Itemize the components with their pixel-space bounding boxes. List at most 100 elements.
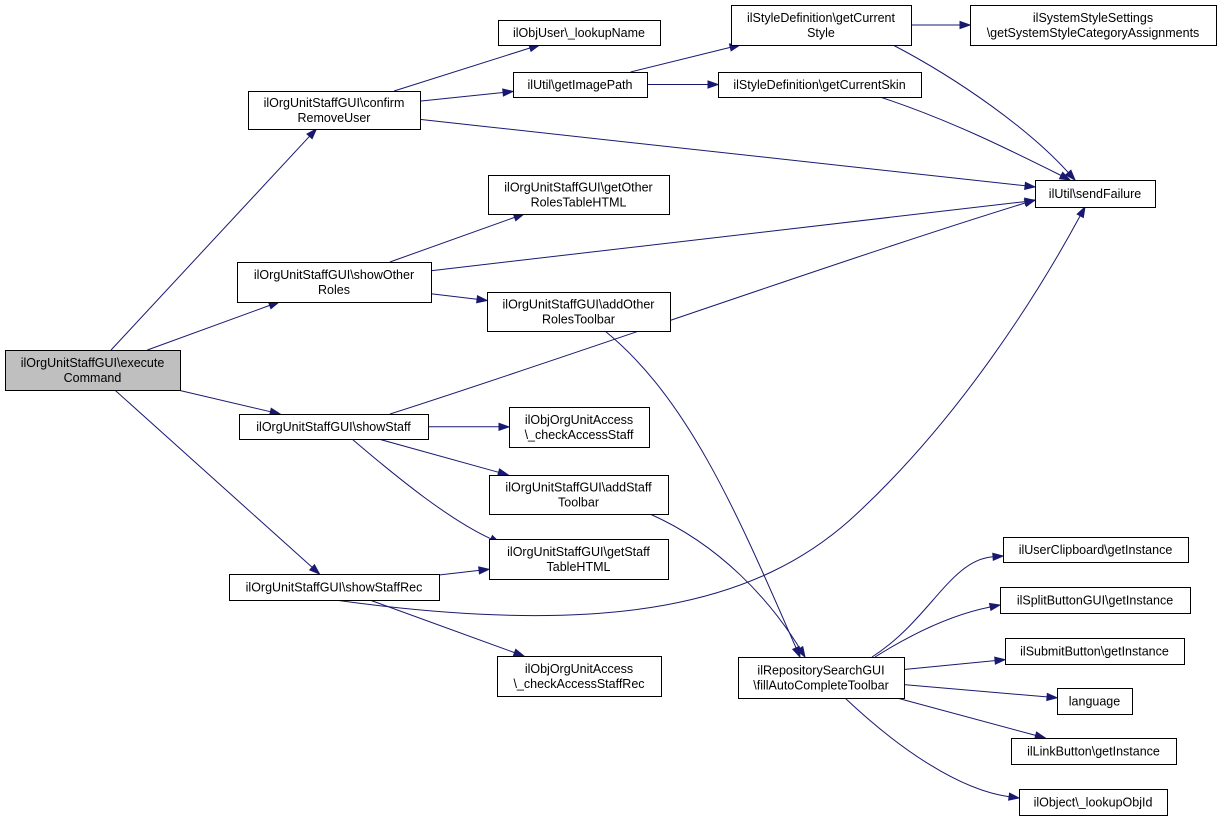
edge-showStaff-to-sendFailure (389, 199, 1037, 415)
edge-showStaff-to-getStaffTable (351, 438, 502, 544)
edge-arrowhead (498, 422, 511, 432)
node-box (489, 475, 669, 515)
node-label: ilSplitButtonGUI\getInstance (1017, 594, 1173, 608)
node-box (513, 72, 648, 98)
edge-arrowhead (306, 127, 318, 140)
node-submitButton[interactable]: ilSubmitButton\getInstance (1005, 638, 1185, 665)
edge-arrowhead (478, 566, 491, 575)
edge-getImagePath-to-getCurrentSkin (647, 80, 720, 89)
node-label: ilOrgUnitStaffGUI\showOther (254, 268, 414, 282)
edge-arrowhead (476, 295, 489, 304)
node-showStaffRec[interactable]: ilOrgUnitStaffGUI\showStaffRec (229, 574, 440, 601)
node-label: ilStyleDefinition\getCurrentSkin (733, 78, 905, 92)
edge-getCurrentSkin-to-sendFailure (879, 96, 1072, 181)
node-label: language (1069, 695, 1120, 709)
edge-showStaffRec-to-checkAccessStaffRec (369, 599, 526, 657)
edge-arrowhead (994, 656, 1007, 665)
node-sysStyle[interactable]: ilSystemStyleSettings\getSystemStyleCate… (970, 5, 1217, 46)
edge-fillAuto-to-lookupObjId (844, 697, 1021, 801)
edge-arrowhead (795, 645, 806, 659)
node-box (1011, 738, 1177, 765)
edge-line (389, 216, 515, 263)
edge-arrowhead (308, 563, 321, 576)
node-sendFailure[interactable]: ilUtil\sendFailure (1035, 180, 1156, 208)
edge-showOther-to-addOtherRoles (430, 293, 489, 304)
node-getCurrentSkin[interactable]: ilStyleDefinition\getCurrentSkin (718, 72, 922, 98)
node-label: ilUtil\sendFailure (1049, 187, 1141, 201)
node-label: TableHTML (547, 560, 611, 574)
edge-line (147, 304, 270, 351)
node-box (239, 414, 429, 440)
edge-line (110, 135, 310, 351)
node-box (718, 72, 922, 98)
node-box (738, 657, 905, 699)
node-box (237, 262, 432, 303)
node-box (248, 91, 421, 130)
node-checkAccessStaffRec[interactable]: ilObjOrgUnitAccess\_checkAccessStaffRec (497, 656, 662, 697)
edge-confirm-to-lookupName (393, 44, 541, 92)
edge-line (419, 118, 1026, 187)
node-getImagePath[interactable]: ilUtil\getImagePath (513, 72, 648, 98)
edge-arrowhead (707, 80, 720, 89)
node-label: RolesTableHTML (531, 196, 627, 210)
node-lookupName[interactable]: ilObjUser\_lookupName (498, 20, 661, 46)
node-lookupObjId[interactable]: ilObject\_lookupObjId (1019, 789, 1168, 816)
edge-arrowhead (1008, 792, 1021, 801)
edge-line (430, 201, 1026, 272)
node-label: Roles (318, 283, 350, 297)
edge-arrowhead (1058, 171, 1072, 181)
node-fillAuto[interactable]: ilRepositorySearchGUI\fillAutoCompleteTo… (738, 657, 905, 699)
node-label: ilObjUser\_lookupName (513, 26, 645, 40)
edge-line (903, 684, 1048, 698)
node-label: ilUserClipboard\getInstance (1019, 543, 1173, 557)
edge-showStaffRec-to-getStaffTable (438, 566, 491, 576)
edge-line (334, 215, 1081, 617)
edge-arrowhead (512, 648, 526, 657)
node-label: ilOrgUnitStaffGUI\getStaff (507, 545, 650, 559)
node-box (5, 350, 181, 391)
edge-confirm-to-sendFailure (419, 118, 1037, 190)
node-language[interactable]: language (1057, 688, 1133, 715)
node-label: ilLinkButton\getInstance (1027, 745, 1160, 759)
node-label: \_checkAccessStaffRec (513, 677, 644, 691)
node-userClipboard[interactable]: ilUserClipboard\getInstance (1003, 537, 1189, 563)
edge-line (438, 569, 480, 576)
node-label: ilOrgUnitStaffGUI\getOther (504, 181, 652, 195)
edge-line (844, 697, 1010, 798)
edge-getCurrentStyle-to-sysStyle (911, 20, 972, 30)
edge-fillAuto-to-userClipboard (871, 552, 1005, 658)
edge-line (871, 556, 994, 658)
edge-arrowhead (988, 602, 1002, 612)
node-box (497, 656, 662, 697)
edge-line (419, 92, 504, 102)
node-splitButton[interactable]: ilSplitButtonGUI\getInstance (1000, 587, 1191, 614)
edge-line (378, 438, 499, 473)
node-box (487, 292, 671, 332)
node-checkAccessStaff[interactable]: ilObjOrgUnitAccess\_checkAccessStaff (509, 407, 650, 448)
node-box (498, 20, 661, 46)
node-label: \fillAutoCompleteToolbar (753, 679, 889, 693)
edge-addStaffToolbar-to-fillAuto (649, 513, 806, 659)
node-label: RolesToolbar (542, 313, 615, 327)
node-linkButton[interactable]: ilLinkButton\getInstance (1011, 738, 1177, 765)
node-showStaff[interactable]: ilOrgUnitStaffGUI\showStaff (239, 414, 429, 440)
node-box (1003, 537, 1189, 563)
edge-line (389, 202, 1026, 415)
edge-exec-to-confirm (110, 127, 318, 351)
edge-exec-to-showOther (147, 301, 281, 351)
edge-arrowhead (1023, 199, 1037, 208)
edge-line (896, 697, 1036, 736)
edge-arrowhead (1024, 181, 1037, 190)
node-label: ilObjOrgUnitAccess (525, 413, 633, 427)
node-box (1057, 688, 1133, 715)
